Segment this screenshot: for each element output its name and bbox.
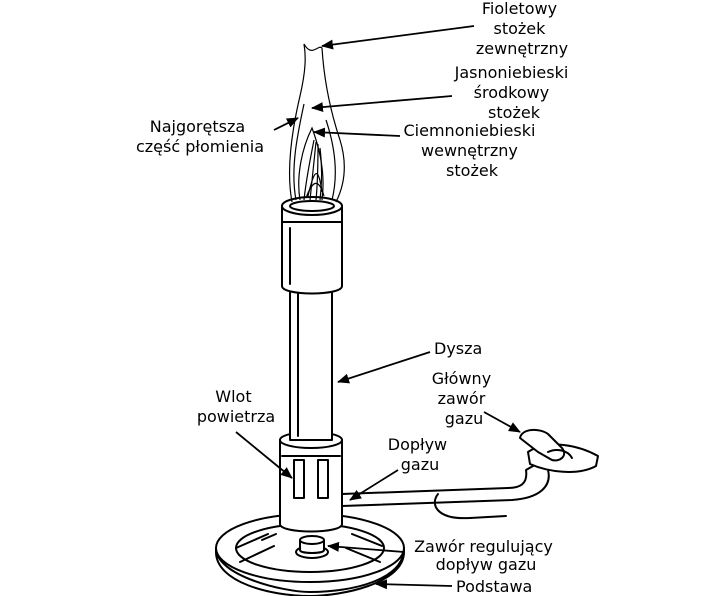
gas-inlet-tube bbox=[341, 428, 599, 520]
air-collar bbox=[279, 431, 343, 533]
barrel bbox=[289, 281, 333, 441]
arrow-air-inlet bbox=[235, 431, 293, 479]
label-hottest: Najgorętsza część płomienia bbox=[136, 117, 264, 156]
label-main-valve: Główny zawór gazu bbox=[432, 369, 497, 428]
arrow-outer-cone bbox=[321, 25, 475, 50]
arrow-hottest bbox=[273, 117, 299, 131]
label-air-inlet: Wlot powietrza bbox=[197, 387, 275, 426]
label-inner-cone: Ciemnoniebieski wewnętrzny stożek bbox=[404, 121, 541, 180]
label-base: Podstawa bbox=[456, 577, 532, 596]
gas-regulator-knob bbox=[295, 535, 329, 559]
arrow-inner-cone bbox=[313, 127, 401, 138]
pointer-arrows bbox=[235, 25, 521, 590]
label-middle-cone: Jasnoniebieski środkowy stożek bbox=[454, 63, 574, 122]
flame bbox=[288, 43, 345, 203]
label-gas-regulator: Zawór regulujący dopływ gazu bbox=[414, 537, 558, 574]
barrel-top-sleeve bbox=[281, 196, 343, 295]
arrow-gas-regulator bbox=[327, 541, 405, 553]
arrow-main-valve bbox=[483, 411, 521, 433]
arrow-nozzle bbox=[337, 351, 431, 384]
label-outer-cone: Fioletowy stożek zewnętrzny bbox=[476, 0, 568, 58]
arrow-middle-cone bbox=[311, 95, 453, 113]
arrow-gas-inflow bbox=[349, 469, 399, 501]
arrow-base bbox=[375, 579, 453, 590]
label-gas-inflow: Dopływ gazu bbox=[388, 435, 452, 474]
label-nozzle: Dysza bbox=[434, 339, 482, 358]
